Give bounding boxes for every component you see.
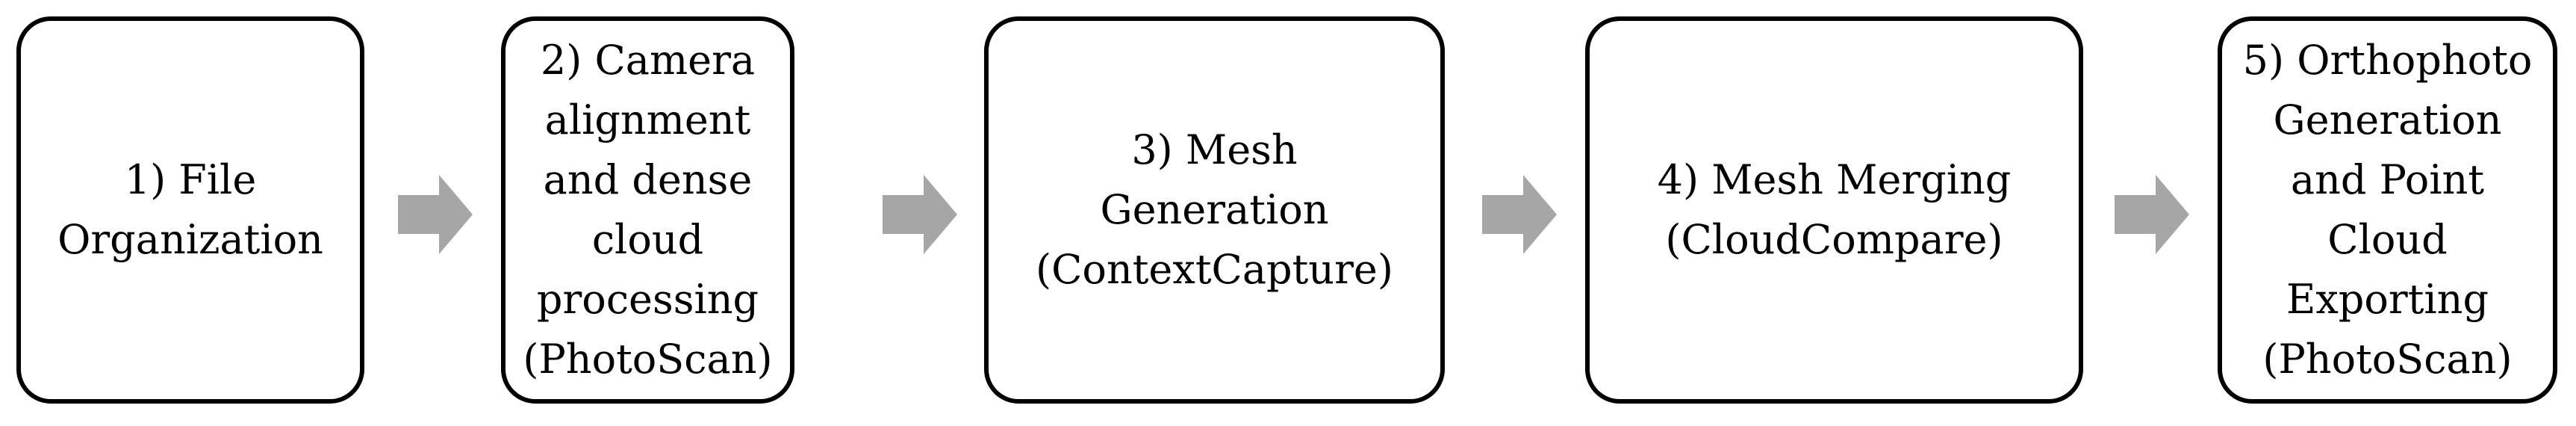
right-arrow-icon: [2115, 175, 2189, 254]
step-3-mesh-generation-box: 3) Mesh Generation (ContextCapture): [984, 16, 1445, 404]
step-4-mesh-merging-box: 4) Mesh Merging (CloudCompare): [1585, 16, 2083, 404]
step-3-label: 3) Mesh Generation (ContextCapture): [1036, 126, 1393, 293]
step-2-label: 2) Camera alignment and dense cloud proc…: [523, 37, 773, 383]
right-arrow-icon: [1482, 175, 1557, 254]
step-5-orthophoto-generation-box: 5) Orthophoto Generation and Point Cloud…: [2218, 16, 2557, 404]
step-5-label: 5) Orthophoto Generation and Point Cloud…: [2242, 37, 2533, 383]
right-arrow-icon: [883, 175, 957, 254]
step-1-label: 1) File Organization: [57, 156, 323, 263]
step-2-camera-alignment-box: 2) Camera alignment and dense cloud proc…: [501, 16, 794, 404]
step-1-file-organization-box: 1) File Organization: [16, 16, 364, 404]
step-4-label: 4) Mesh Merging (CloudCompare): [1657, 156, 2012, 263]
right-arrow-icon: [398, 175, 473, 254]
